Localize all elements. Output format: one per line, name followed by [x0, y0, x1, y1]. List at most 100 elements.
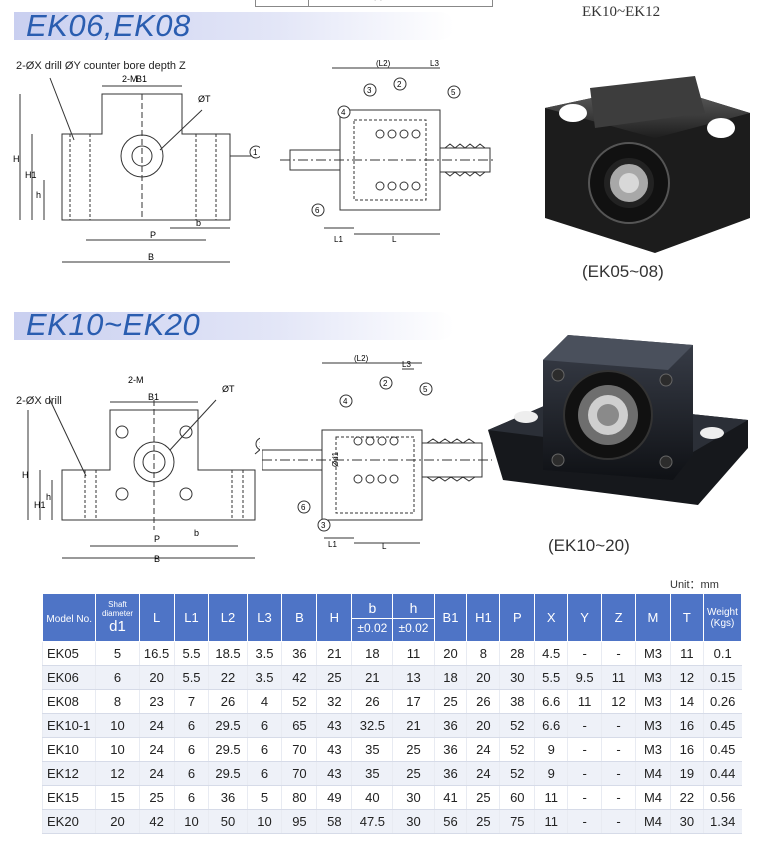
s2-callout-2-circle	[379, 376, 393, 390]
callout-6-text: 6	[315, 206, 320, 215]
table-cell: 12	[601, 689, 636, 714]
table-cell: 50	[208, 809, 248, 834]
table-cell: 75	[499, 809, 535, 834]
ek10-20-photo	[488, 335, 748, 505]
table-cell: 20	[138, 665, 175, 690]
s2-dim-label-2m: 2-M	[128, 375, 144, 385]
table-cell: 35	[351, 761, 393, 786]
table-cell: 52	[499, 713, 535, 738]
table-cell: 0.26	[702, 689, 742, 714]
table-cell: 32	[316, 689, 352, 714]
col-header-m: M	[635, 593, 671, 642]
table-cell: 6	[246, 713, 282, 738]
table-cell: 6	[246, 761, 282, 786]
table-cell: 20	[466, 665, 500, 690]
table-cell: 4	[246, 689, 282, 714]
table-cell: -	[567, 737, 602, 762]
table-cell: 52	[281, 689, 317, 714]
table-cell-model: EK10-1	[41, 713, 96, 738]
table-cell: 47.5	[351, 809, 393, 834]
table-cell: 25	[138, 785, 175, 810]
table-cell: 19	[669, 761, 704, 786]
table-cell: 5	[95, 641, 140, 666]
table-cell: 5.5	[173, 641, 209, 666]
callout-1-text: 1	[253, 148, 258, 157]
side-label-l: L	[392, 235, 397, 244]
dim-label-h: H	[13, 154, 20, 164]
s2-callout-4-text: 4	[343, 397, 348, 406]
section1-drill-note: 2-ØX drill ØY counter bore depth Z	[16, 60, 186, 72]
table-cell: 25	[392, 761, 435, 786]
s2-dim-label-b: b	[194, 528, 199, 538]
table-cell: 13	[392, 665, 435, 690]
table-cell: 12	[669, 665, 704, 690]
table-cell: 21	[392, 713, 435, 738]
section2-title: EK10~EK20	[26, 307, 201, 342]
col-header-x: X	[534, 593, 569, 642]
s2-side-label-l2: (L2)	[354, 355, 369, 363]
callout-4-circle	[337, 105, 351, 119]
table-cell: 10	[95, 713, 140, 738]
section2-drill-note: 2-ØX drill	[16, 395, 62, 407]
table-cell: 41	[433, 785, 467, 810]
table-cell: 18	[433, 665, 467, 690]
callout-3-text: 3	[367, 86, 372, 95]
table-cell: -	[567, 761, 602, 786]
s2-callout-5-circle	[419, 382, 433, 396]
s2-callout-2-text: 2	[383, 379, 388, 388]
table-cell: 4.5	[534, 641, 568, 666]
table-cell: 6	[173, 737, 209, 762]
table-cell: 20	[433, 641, 467, 666]
table-cell: 24	[466, 737, 500, 762]
table-cell: 24	[138, 761, 175, 786]
section1-title-bar	[14, 12, 454, 40]
table-cell: -	[601, 785, 636, 810]
table-cell: 60	[499, 785, 535, 810]
table-cell: -	[601, 761, 636, 786]
col-header-h1: H1	[466, 593, 501, 642]
s2-callout-6-circle	[297, 500, 311, 514]
table-cell: 11	[669, 641, 704, 666]
section1-photo-caption: (EK05~08)	[582, 262, 664, 281]
frame-tag: (+)	[373, 0, 383, 1]
callout-2-circle	[393, 77, 407, 91]
table-cell: 3.5	[246, 665, 282, 690]
table-cell: 24	[466, 761, 500, 786]
table-cell: 25	[316, 665, 352, 690]
table-cell: 43	[316, 737, 352, 762]
s2-callout-1-circle	[255, 437, 260, 451]
table-cell: 29.5	[208, 737, 248, 762]
table-cell: 30	[392, 809, 435, 834]
table-cell: 17	[392, 689, 435, 714]
table-cell: -	[567, 713, 602, 738]
table-cell: 32.5	[351, 713, 393, 738]
s2-side-label-l: L	[382, 542, 387, 550]
table-cell: M3	[635, 737, 671, 762]
s2-side-label-l1: L1	[328, 540, 337, 549]
table-cell: 11	[392, 641, 435, 666]
callout-6-circle	[311, 203, 325, 217]
table-cell: 9.5	[567, 665, 602, 690]
table-cell: 70	[281, 737, 317, 762]
col-header-b1: B1	[433, 593, 468, 642]
table-cell: 70	[281, 761, 317, 786]
table-cell: 18	[351, 641, 393, 666]
s2-dim-label-h1: H1	[34, 500, 46, 510]
table-cell-model: EK06	[41, 665, 96, 690]
unit-label: Unit：mm	[670, 579, 719, 591]
table-cell-model: EK20	[41, 809, 96, 834]
s2-dim-label-sh: h	[46, 492, 51, 502]
dim-label-t: ØT	[198, 94, 211, 104]
table-cell: 12	[95, 761, 140, 786]
table-cell: M3	[635, 713, 671, 738]
col-header-small-h: h±0.02	[392, 593, 435, 642]
table-cell: 16.5	[138, 641, 175, 666]
table-cell: 42	[281, 665, 317, 690]
table-cell: 23	[138, 689, 175, 714]
table-cell: 0.56	[702, 785, 742, 810]
table-cell: 40	[351, 785, 393, 810]
